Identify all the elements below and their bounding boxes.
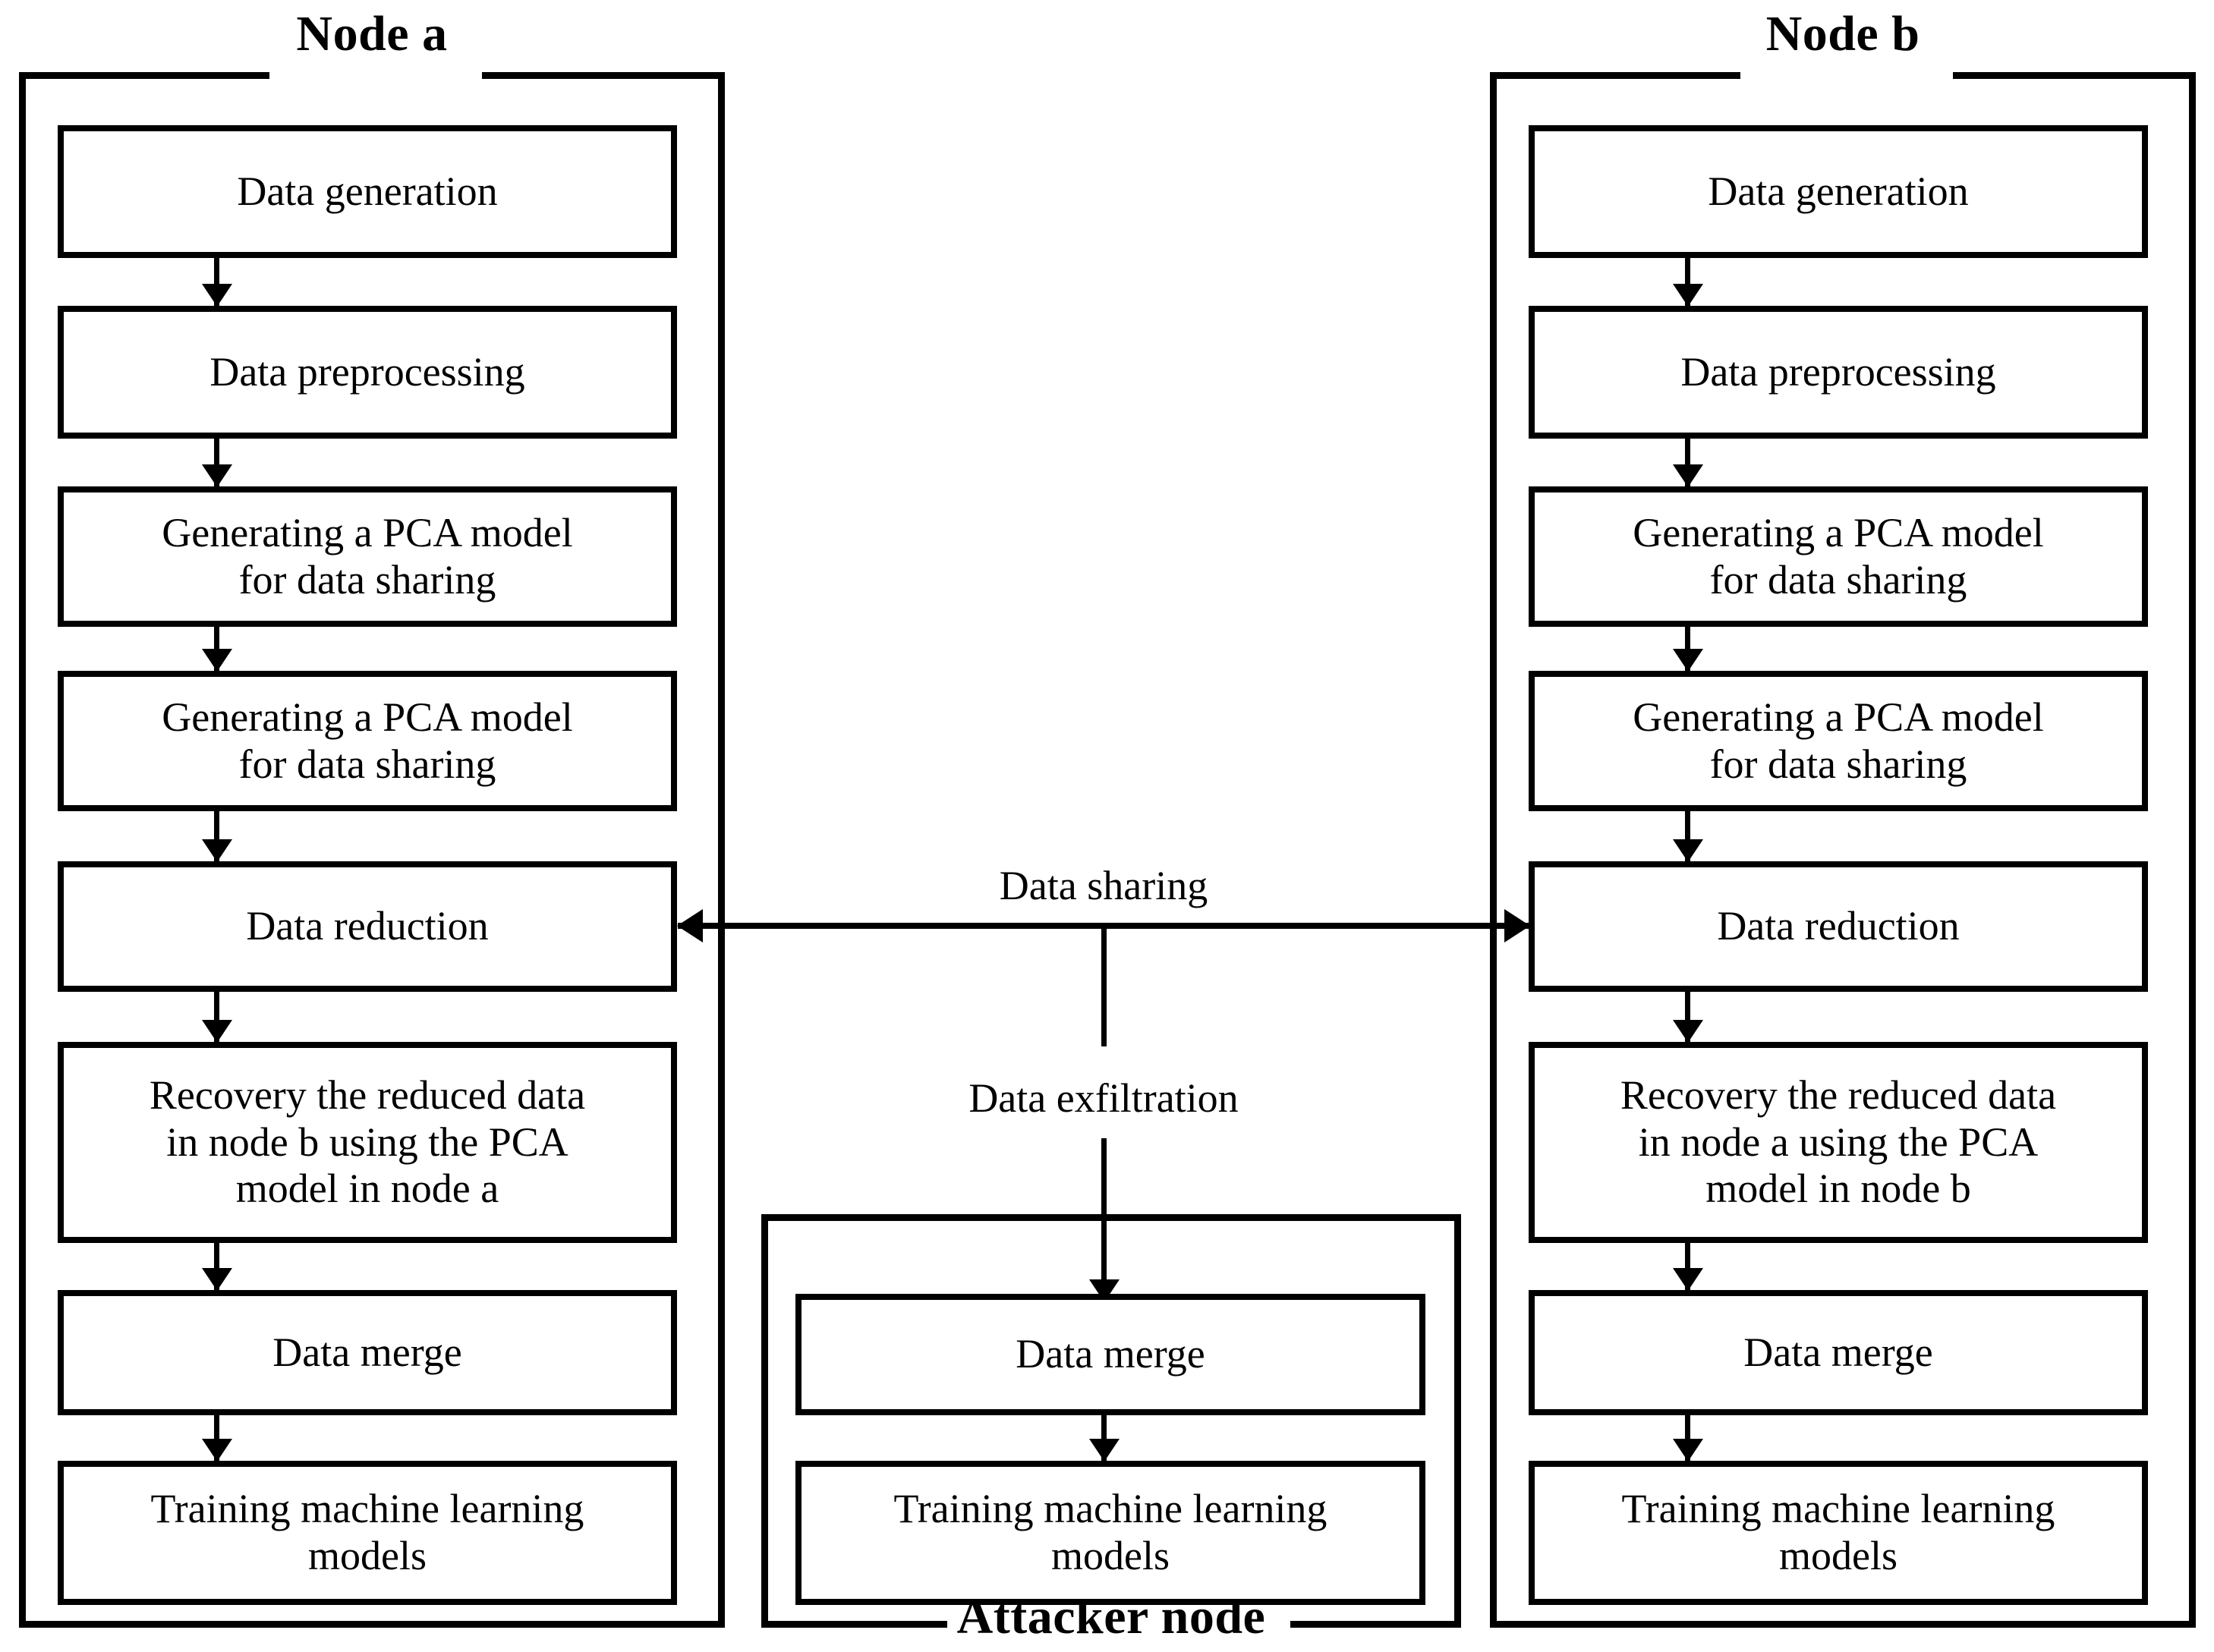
node-a-step-1-label: Data generation bbox=[237, 168, 498, 214]
node-a-arrow-2 bbox=[214, 439, 219, 486]
attacker-step-1-label: Data merge bbox=[1016, 1331, 1205, 1377]
node-a-arrow-5 bbox=[214, 992, 219, 1042]
node-a-arrow-7 bbox=[214, 1415, 219, 1461]
node-b-step-2-label: Data preprocessing bbox=[1680, 348, 1996, 395]
node-b-step-7-label: Data merge bbox=[1743, 1329, 1933, 1375]
node-b-step-4-label: Generating a PCA model for data sharing bbox=[1633, 694, 2044, 787]
node-a-step-2-label: Data preprocessing bbox=[209, 348, 525, 395]
node-a-title: Node a bbox=[296, 6, 448, 61]
node-a-step-5: Data reduction bbox=[58, 861, 677, 992]
node-a-arrow-1 bbox=[214, 258, 219, 306]
node-b-step-8-label: Training machine learning models bbox=[1621, 1486, 2055, 1578]
data-sharing-label: Data sharing bbox=[999, 863, 1208, 908]
node-b-arrow-1 bbox=[1685, 258, 1690, 306]
node-a-step-6: Recovery the reduced data in node b usin… bbox=[58, 1042, 677, 1243]
node-b-step-2: Data preprocessing bbox=[1529, 306, 2148, 439]
data-exfiltration-label: Data exfiltration bbox=[968, 1075, 1239, 1121]
node-b-step-6-label: Recovery the reduced data in node a usin… bbox=[1620, 1072, 2057, 1212]
attacker-step-2-label: Training machine learning models bbox=[893, 1486, 1327, 1578]
node-b-step-5: Data reduction bbox=[1529, 861, 2148, 992]
attacker-panel-bottom-right-rule bbox=[1290, 1621, 1461, 1628]
node-b-arrow-7 bbox=[1685, 1415, 1690, 1461]
attacker-arrow-1 bbox=[1101, 1415, 1107, 1461]
node-a-step-5-label: Data reduction bbox=[246, 903, 489, 949]
node-b-panel-top-left-rule bbox=[1490, 72, 1740, 79]
node-b-arrow-6 bbox=[1685, 1243, 1690, 1290]
node-b-step-1: Data generation bbox=[1529, 125, 2148, 258]
node-b-step-5-label: Data reduction bbox=[1717, 903, 1960, 949]
node-b-title: Node b bbox=[1765, 6, 1920, 61]
node-a-step-4: Generating a PCA model for data sharing bbox=[58, 671, 677, 811]
attacker-node-panel bbox=[761, 1214, 1461, 1628]
node-b-step-6: Recovery the reduced data in node a usin… bbox=[1529, 1042, 2148, 1243]
node-a-arrow-4 bbox=[214, 811, 219, 861]
attacker-panel-bottom-left-rule bbox=[761, 1621, 947, 1628]
node-b-arrow-5 bbox=[1685, 992, 1690, 1042]
data-sharing-arrow bbox=[678, 923, 1529, 929]
data-exfiltration-stub bbox=[1101, 929, 1107, 1046]
node-a-step-3-label: Generating a PCA model for data sharing bbox=[162, 509, 573, 603]
node-a-step-4-label: Generating a PCA model for data sharing bbox=[162, 694, 573, 787]
node-a-step-3: Generating a PCA model for data sharing bbox=[58, 486, 677, 627]
node-b-step-3: Generating a PCA model for data sharing bbox=[1529, 486, 2148, 627]
node-a-step-8-label: Training machine learning models bbox=[150, 1486, 584, 1578]
node-b-step-8: Training machine learning models bbox=[1529, 1461, 2148, 1605]
node-b-panel bbox=[1490, 72, 2196, 1628]
node-a-step-8: Training machine learning models bbox=[58, 1461, 677, 1605]
attacker-step-2: Training machine learning models bbox=[795, 1461, 1425, 1605]
node-b-step-7: Data merge bbox=[1529, 1290, 2148, 1415]
node-a-step-7-label: Data merge bbox=[272, 1329, 462, 1375]
node-b-step-1-label: Data generation bbox=[1708, 168, 1969, 214]
node-a-panel bbox=[19, 72, 725, 1628]
node-a-panel-top-left-rule bbox=[19, 72, 269, 79]
node-b-step-3-label: Generating a PCA model for data sharing bbox=[1633, 509, 2044, 603]
node-b-arrow-4 bbox=[1685, 811, 1690, 861]
node-b-step-4: Generating a PCA model for data sharing bbox=[1529, 671, 2148, 811]
node-a-step-6-label: Recovery the reduced data in node b usin… bbox=[149, 1072, 586, 1212]
node-a-panel-top-right-rule bbox=[482, 72, 725, 79]
node-b-panel-top-right-rule bbox=[1953, 72, 2196, 79]
node-a-arrow-3 bbox=[214, 627, 219, 671]
node-b-arrow-3 bbox=[1685, 627, 1690, 671]
node-a-step-7: Data merge bbox=[58, 1290, 677, 1415]
node-a-step-1: Data generation bbox=[58, 125, 677, 258]
node-a-step-2: Data preprocessing bbox=[58, 306, 677, 439]
node-a-arrow-6 bbox=[214, 1243, 219, 1290]
attacker-step-1: Data merge bbox=[795, 1294, 1425, 1415]
node-b-arrow-2 bbox=[1685, 439, 1690, 486]
